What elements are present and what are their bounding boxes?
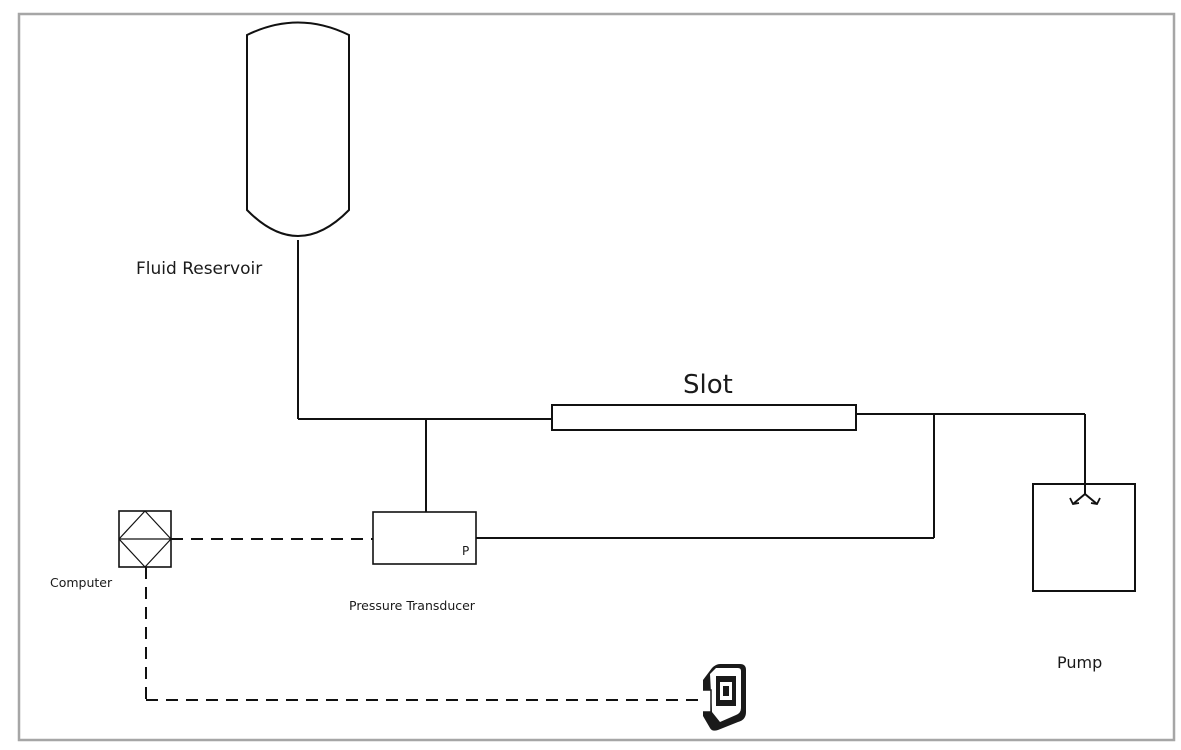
pump-arrow-head-right	[1090, 497, 1101, 505]
computer-label: Computer	[50, 575, 113, 590]
camera-icon	[703, 664, 746, 731]
diagram-frame	[17, 12, 1176, 742]
pump-label: Pump	[1057, 653, 1103, 672]
pressure-transducer	[372, 511, 477, 565]
fluid-reservoir-label: Fluid Reservoir	[136, 259, 263, 279]
pressure-transducer-label: Pressure Transducer	[349, 598, 475, 613]
fluid-reservoir-tank	[246, 21, 350, 237]
pump-arrow-head-left	[1069, 497, 1080, 505]
pump-inlet-arrow-right	[1084, 493, 1098, 505]
slot-label: Slot	[683, 370, 733, 400]
computer-symbol	[118, 510, 172, 568]
transducer-symbol-label: P	[462, 544, 470, 558]
pump-inlet-arrow-left	[1072, 493, 1086, 505]
pump	[1032, 483, 1136, 592]
slot	[551, 404, 857, 431]
